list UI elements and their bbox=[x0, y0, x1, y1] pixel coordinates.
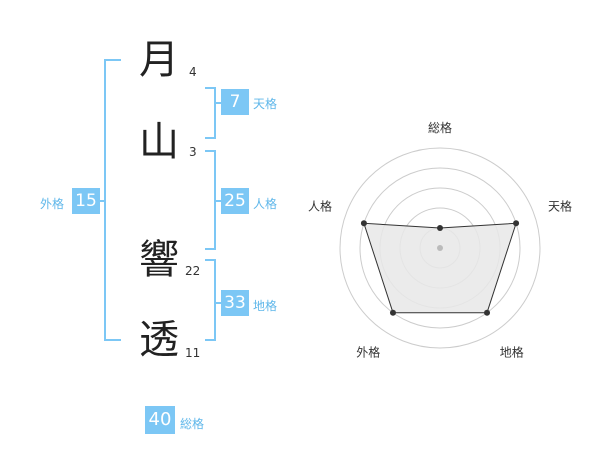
radar-label-天格: 天格 bbox=[548, 198, 572, 213]
sou-label: 総格 bbox=[180, 417, 205, 431]
ten-bracket bbox=[205, 87, 216, 139]
name-char-4: 透 bbox=[139, 317, 179, 363]
chi-value-box: 33 bbox=[221, 290, 249, 316]
name-char-2: 山 bbox=[139, 119, 179, 165]
name-char-3: 響 bbox=[139, 237, 179, 283]
ten-label: 天格 bbox=[253, 97, 278, 111]
radar-ring bbox=[359, 167, 521, 329]
stroke-count-4: 11 bbox=[185, 346, 201, 360]
radar-label-地格: 地格 bbox=[500, 345, 524, 360]
radar-point-人格 bbox=[360, 220, 367, 227]
gai-bracket bbox=[104, 59, 121, 341]
ten-value-box: 7 bbox=[221, 89, 249, 115]
radar-label-人格: 人格 bbox=[308, 198, 332, 213]
radar-ring bbox=[339, 147, 541, 349]
radar-center-point bbox=[437, 245, 443, 251]
jin-bracket bbox=[205, 150, 216, 250]
stroke-count-1: 4 bbox=[189, 65, 197, 79]
radar-point-天格 bbox=[513, 220, 520, 227]
radar-point-外格 bbox=[389, 309, 396, 316]
sou-value-box: 40 bbox=[145, 406, 175, 434]
chi-bracket bbox=[205, 259, 216, 341]
chi-label: 地格 bbox=[253, 299, 278, 313]
radar-point-総格 bbox=[437, 225, 443, 231]
gai-label: 外格 bbox=[40, 197, 65, 211]
radar-area bbox=[363, 222, 517, 314]
name-char-1: 月 bbox=[139, 37, 179, 83]
stroke-count-2: 3 bbox=[189, 145, 197, 159]
radar-label-総格: 総格 bbox=[428, 120, 452, 135]
jin-label: 人格 bbox=[253, 197, 278, 211]
radar-point-地格 bbox=[484, 309, 491, 316]
radar-label-外格: 外格 bbox=[356, 345, 380, 360]
radar-points bbox=[360, 220, 520, 316]
gai-value-box: 15 bbox=[72, 188, 100, 214]
jin-value-box: 25 bbox=[221, 188, 249, 214]
stroke-count-3: 22 bbox=[185, 264, 201, 278]
